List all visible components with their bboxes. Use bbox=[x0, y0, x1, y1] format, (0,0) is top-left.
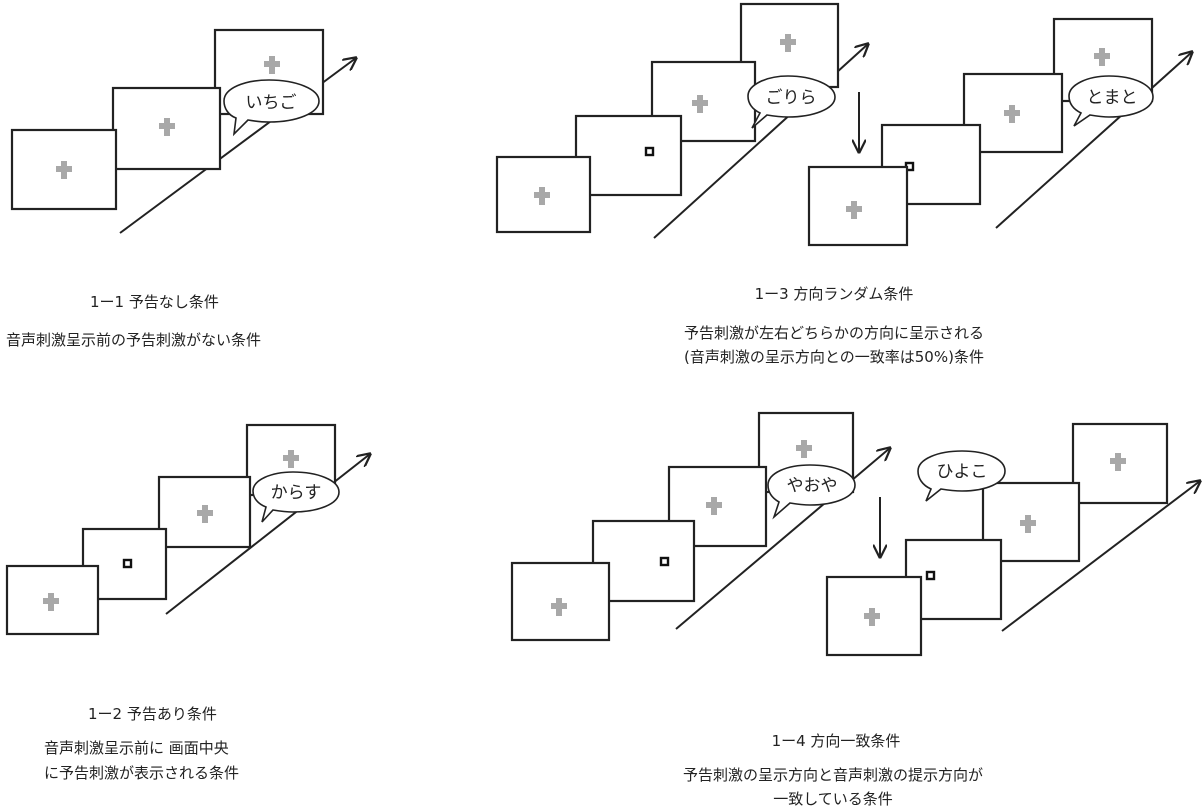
fixation-cross-icon bbox=[56, 161, 72, 179]
fixation-cross-icon bbox=[197, 505, 213, 523]
audio-word: からす bbox=[271, 483, 322, 503]
panel-1-1-title: 1ー1 予告なし条件 bbox=[90, 293, 219, 311]
fixation-cross-icon bbox=[796, 440, 812, 458]
fixation-cross-icon bbox=[264, 56, 280, 74]
panel-1-4-description-line: 予告刺激の呈示方向と音声刺激の提示方向が bbox=[682, 766, 984, 784]
screen-frame bbox=[510, 561, 611, 642]
panel-1-2-description-line: 音声刺激呈示前に 画面中央 bbox=[44, 739, 229, 757]
audio-word: ひよこ bbox=[937, 462, 988, 482]
panel-1-1-description-line: 音声刺激呈示前の予告刺激がない条件 bbox=[6, 331, 262, 349]
screen-frame bbox=[825, 575, 923, 657]
screen-frame bbox=[10, 128, 118, 211]
panel-1-3: ごりら とまと bbox=[495, 2, 1192, 247]
panel-1-4-description-line: 一致している条件 bbox=[773, 790, 893, 808]
panel-1-2-description-line: に予告刺激が表示される条件 bbox=[44, 764, 240, 782]
time-arrow bbox=[1001, 481, 1200, 632]
cue-square-icon bbox=[122, 558, 133, 569]
panel-1-2-title: 1ー2 予告あり条件 bbox=[88, 705, 217, 723]
screen-frame bbox=[650, 60, 757, 143]
audio-word: やおや bbox=[787, 476, 838, 496]
panel-1-3-description-line: (音声刺激の呈示方向との一致率は50%)条件 bbox=[684, 348, 984, 366]
panel-1-4-title: 1ー4 方向一致条件 bbox=[771, 732, 901, 750]
screen-frame bbox=[739, 2, 840, 89]
time-arrow bbox=[995, 52, 1192, 229]
fixation-cross-icon bbox=[43, 593, 59, 611]
audio-word: ごりら bbox=[766, 88, 817, 108]
panel-1-2: からす bbox=[5, 423, 370, 636]
fixation-cross-icon bbox=[1004, 105, 1020, 123]
time-arrow bbox=[675, 448, 890, 630]
fixation-cross-icon bbox=[1020, 515, 1036, 533]
fixation-cross-icon bbox=[864, 608, 880, 626]
cue-square-icon bbox=[659, 556, 670, 567]
cue-square-icon bbox=[925, 570, 936, 581]
fixation-cross-icon bbox=[706, 497, 722, 515]
panel-1-4: やおや ひよこ bbox=[510, 411, 1200, 657]
screen-frame bbox=[495, 155, 592, 234]
speech-bubble: いちご bbox=[223, 79, 320, 137]
screen-frame bbox=[157, 475, 252, 549]
screen-frame bbox=[807, 165, 909, 247]
fixation-cross-icon bbox=[159, 118, 175, 136]
audio-word: いちご bbox=[246, 93, 297, 113]
panel-1-1: いちご bbox=[10, 28, 356, 234]
speech-bubble: からす bbox=[252, 471, 340, 523]
fixation-cross-icon bbox=[283, 450, 299, 468]
screen-frame bbox=[5, 564, 100, 636]
fixation-cross-icon bbox=[1094, 48, 1110, 66]
cue-square-icon bbox=[644, 146, 655, 157]
fixation-cross-icon bbox=[846, 201, 862, 219]
speech-bubble: やおや bbox=[767, 464, 856, 520]
panel-1-3-description-line: 予告刺激が左右どちらかの方向に呈示される bbox=[683, 324, 985, 342]
fixation-cross-icon bbox=[534, 187, 550, 205]
fixation-cross-icon bbox=[692, 95, 708, 113]
fixation-cross-icon bbox=[1110, 453, 1126, 471]
screen-frame bbox=[111, 86, 222, 171]
screen-frame bbox=[574, 114, 683, 197]
screen-frame bbox=[1071, 422, 1169, 505]
speech-bubble: とまと bbox=[1068, 75, 1154, 127]
speech-bubble: ひよこ bbox=[917, 450, 1006, 502]
fixation-cross-icon bbox=[780, 34, 796, 52]
audio-word: とまと bbox=[1087, 88, 1138, 108]
speech-bubble: ごりら bbox=[747, 75, 836, 129]
fixation-cross-icon bbox=[551, 598, 567, 616]
panel-1-3-title: 1ー3 方向ランダム条件 bbox=[754, 285, 914, 303]
